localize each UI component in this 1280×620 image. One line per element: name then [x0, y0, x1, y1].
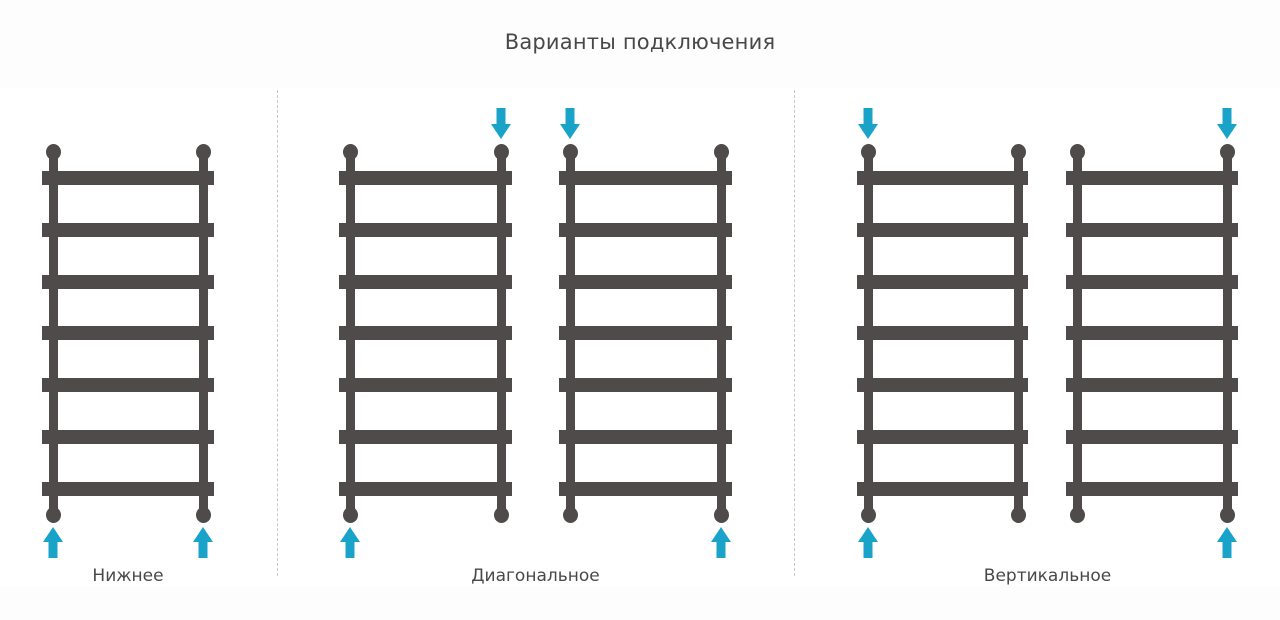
- arrow-down-icon: [560, 108, 580, 139]
- radiator-crossbar: [559, 223, 732, 237]
- arrow-up-icon: [340, 527, 360, 558]
- radiator-crossbar: [857, 275, 1028, 289]
- arrow-up-icon: [193, 527, 213, 558]
- radiator-crossbar: [857, 223, 1028, 237]
- radiator-valve-top: [1010, 144, 1026, 160]
- radiator-crossbar: [559, 430, 732, 444]
- radiator-crossbar: [559, 326, 732, 340]
- radiator-crossbar: [559, 378, 732, 392]
- radiator-valve-bottom: [45, 507, 61, 523]
- arrow-down-icon: [858, 108, 878, 139]
- arrow-up-icon: [858, 527, 878, 558]
- radiator-valve-top: [860, 144, 876, 160]
- radiator-valve-top: [195, 144, 211, 160]
- radiator-crossbar: [1066, 275, 1238, 289]
- radiator-crossbar: [1066, 378, 1238, 392]
- label-diagonal-connection: Диагональное: [471, 566, 600, 586]
- radiator-crossbar: [42, 482, 214, 496]
- radiator-crossbar: [559, 275, 732, 289]
- radiator-crossbar: [339, 378, 512, 392]
- radiator-valve-bottom: [493, 507, 509, 523]
- radiator-crossbar: [857, 378, 1028, 392]
- radiator-crossbar: [42, 275, 214, 289]
- radiator-crossbar: [339, 171, 512, 185]
- radiator-crossbar: [339, 275, 512, 289]
- section-divider: [277, 90, 278, 576]
- radiator-valve-top: [562, 144, 578, 160]
- radiator-crossbar: [339, 482, 512, 496]
- radiator-crossbar: [857, 482, 1028, 496]
- radiator-crossbar: [42, 326, 214, 340]
- radiator-valve-top: [45, 144, 61, 160]
- radiator-valve-bottom: [195, 507, 211, 523]
- radiator-crossbar: [857, 430, 1028, 444]
- arrow-up-icon: [1217, 527, 1237, 558]
- arrow-down-icon: [491, 108, 511, 139]
- radiator-crossbar: [339, 223, 512, 237]
- radiator-crossbar: [42, 378, 214, 392]
- radiator-valve-bottom: [342, 507, 358, 523]
- radiator-valve-bottom: [562, 507, 578, 523]
- radiator-valve-bottom: [1069, 507, 1085, 523]
- section-divider: [794, 90, 795, 576]
- label-vertical-connection: Вертикальное: [983, 566, 1112, 586]
- arrow-down-icon: [1217, 108, 1237, 139]
- radiator-valve-bottom: [860, 507, 876, 523]
- radiator-valve-top: [1069, 144, 1085, 160]
- radiator-crossbar: [339, 430, 512, 444]
- radiator-crossbar: [42, 430, 214, 444]
- label-bottom-connection: Нижнее: [92, 566, 164, 586]
- radiator-valve-bottom: [1010, 507, 1026, 523]
- radiator-valve-bottom: [1219, 507, 1235, 523]
- radiator-crossbar: [1066, 326, 1238, 340]
- radiator-valve-top: [342, 144, 358, 160]
- radiator-valve-bottom: [713, 507, 729, 523]
- radiator-crossbar: [559, 171, 732, 185]
- radiator-crossbar: [42, 223, 214, 237]
- radiator-valve-top: [1219, 144, 1235, 160]
- arrow-up-icon: [711, 527, 731, 558]
- radiator-valve-top: [713, 144, 729, 160]
- radiator-crossbar: [857, 326, 1028, 340]
- radiator-valve-top: [493, 144, 509, 160]
- radiator-crossbar: [857, 171, 1028, 185]
- radiator-crossbar: [1066, 482, 1238, 496]
- radiator-crossbar: [1066, 430, 1238, 444]
- radiator-crossbar: [42, 171, 214, 185]
- radiator-crossbar: [339, 326, 512, 340]
- radiator-crossbar: [559, 482, 732, 496]
- page-title: Варианты подключения: [504, 30, 776, 54]
- arrow-up-icon: [43, 527, 63, 558]
- radiator-crossbar: [1066, 171, 1238, 185]
- radiator-crossbar: [1066, 223, 1238, 237]
